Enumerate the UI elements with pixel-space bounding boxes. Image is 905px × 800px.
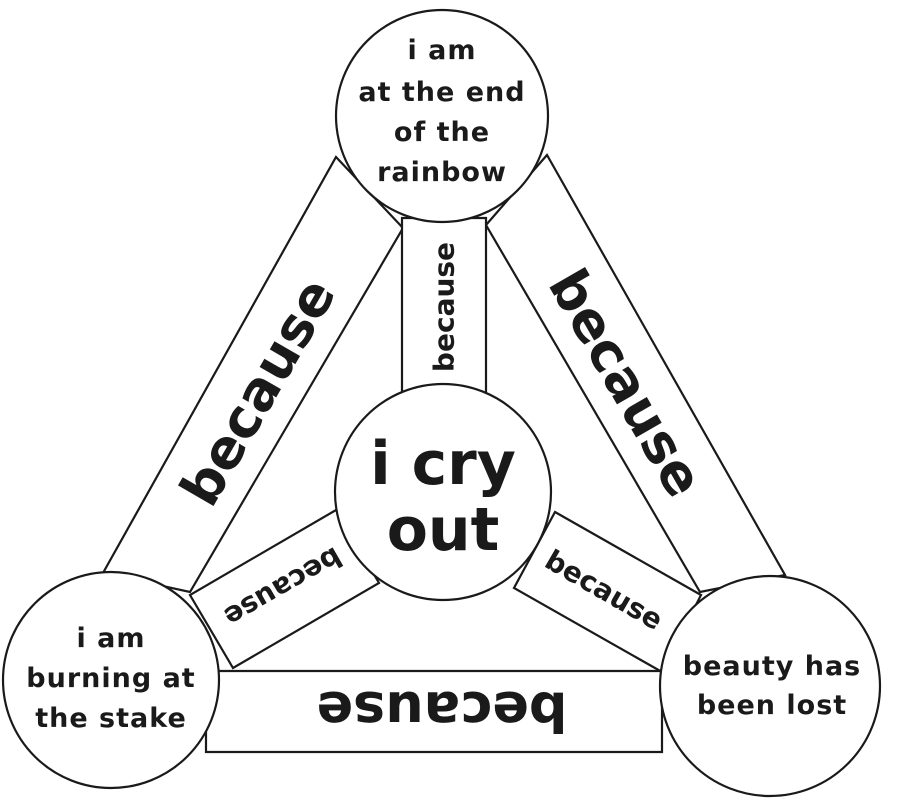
left-node-line-1: i am xyxy=(76,623,145,654)
right-node-line-2: been lost xyxy=(697,690,847,721)
outer-left-band xyxy=(101,155,405,594)
top-node-line-3: of the xyxy=(394,117,490,148)
top-node-line-2: at the end xyxy=(358,77,525,108)
center-node-line-2: out xyxy=(387,495,500,565)
top-node-line-1: i am xyxy=(407,35,476,66)
left-node-line-3: the stake xyxy=(35,703,187,734)
outer-bottom-because-label: because xyxy=(317,680,568,743)
inner-top-because-label: because xyxy=(428,242,461,372)
top-node-circle xyxy=(334,8,550,224)
right-node-circle xyxy=(658,574,882,798)
right-node-line-1: beauty has xyxy=(683,651,862,682)
center-node-line-1: i cry xyxy=(370,429,516,499)
left-node-circle xyxy=(1,570,221,790)
top-node-line-4: rainbow xyxy=(377,157,507,188)
left-node-line-2: burning at xyxy=(26,663,195,694)
outer-right-band xyxy=(484,153,787,594)
center-node-circle xyxy=(333,382,553,602)
